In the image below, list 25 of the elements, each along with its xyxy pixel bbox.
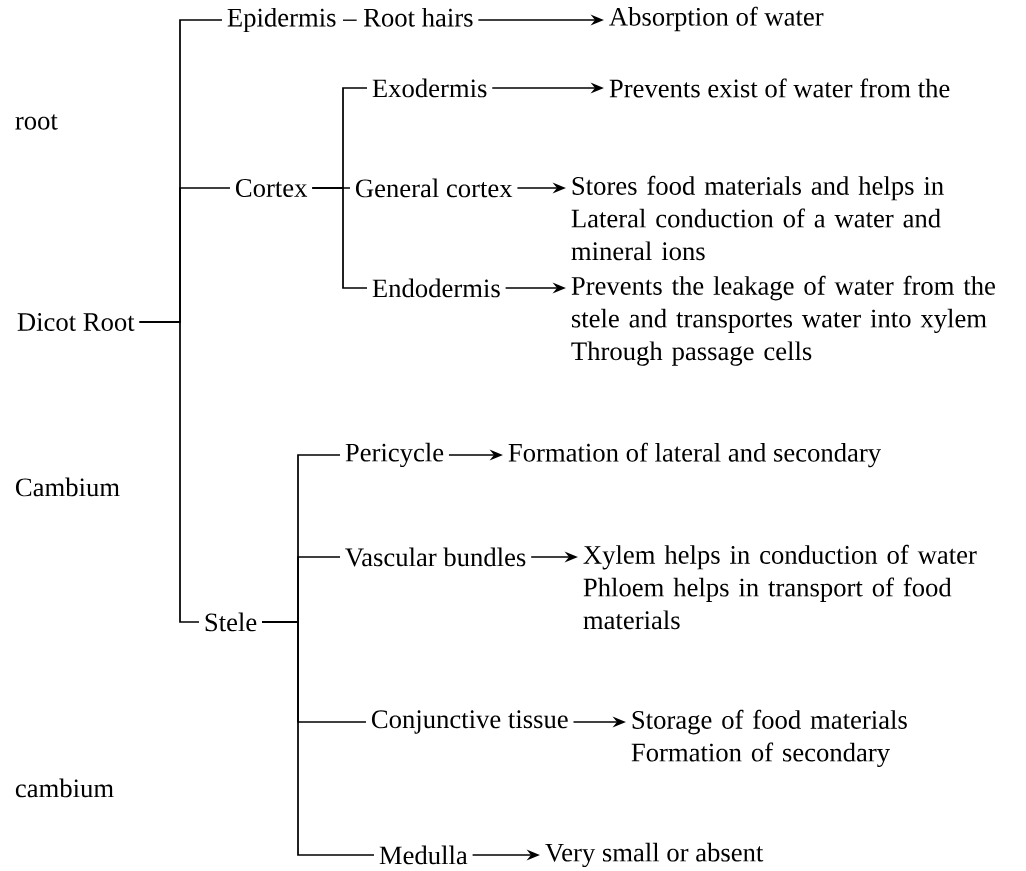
side-label: Cambium bbox=[15, 477, 120, 497]
side-label: root bbox=[15, 114, 58, 130]
tissue-label: Endodermis bbox=[372, 278, 500, 298]
tissue-label: Conjunctive tissue bbox=[371, 710, 568, 734]
tissue-label: General cortex bbox=[355, 178, 513, 198]
bracket-line bbox=[138, 321, 200, 623]
function-text: Xylem helps in conduction of water Phloem helps in transport of food materials bbox=[583, 544, 977, 630]
tissue-label: Vascular bundles bbox=[345, 547, 526, 567]
tissue-label: Epidermis – Root hairs bbox=[227, 7, 473, 33]
function-text: Stores food materials and helps in Lateral conduction of a water and mineral ions bbox=[571, 175, 944, 261]
tissue-label: Stele bbox=[205, 612, 257, 632]
bracket-line bbox=[311, 187, 368, 289]
function-text: Prevents the leakage of water from the stele and transportes water into xylem Through passage cells bbox=[571, 275, 995, 366]
tissue-label: Cortex bbox=[235, 179, 308, 197]
side-label: cambium bbox=[15, 778, 114, 798]
tissue-label: Medulla bbox=[379, 845, 468, 865]
bracket-line bbox=[261, 621, 375, 856]
function-text: Very small or absent bbox=[545, 842, 764, 868]
function-text: Storage of food materials Formation of secondary bbox=[631, 709, 907, 768]
tissue-label: Pericycle bbox=[345, 442, 444, 468]
tissue-label: Dicot Root bbox=[17, 313, 135, 331]
function-text: Prevents exist of water from the bbox=[609, 78, 950, 98]
function-text: Formation of lateral and secondary bbox=[508, 442, 881, 468]
tissue-label: Exodermis bbox=[372, 78, 487, 98]
function-text: Absorption of water bbox=[609, 6, 824, 32]
